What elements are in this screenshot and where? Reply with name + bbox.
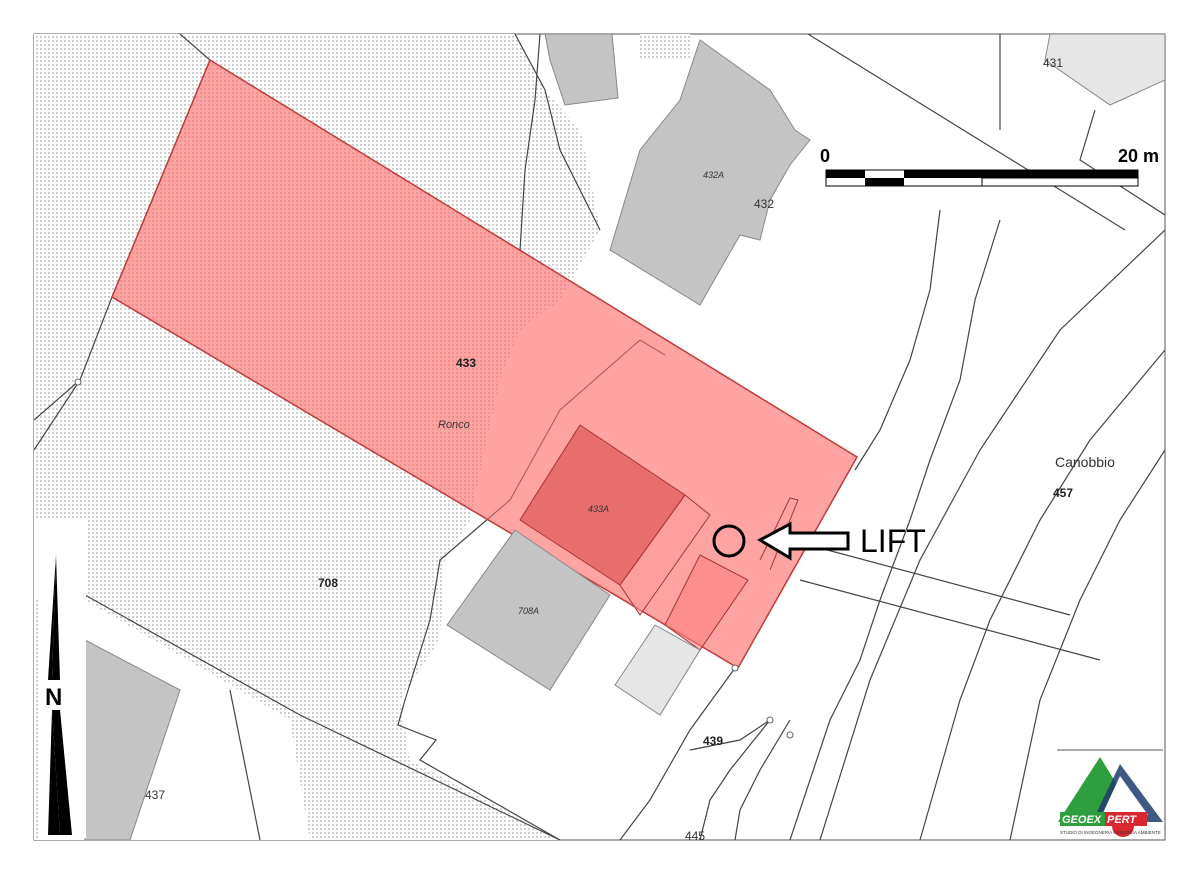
scale-start-label: 0 (820, 146, 830, 166)
building-432a (609, 39, 811, 306)
place-label-ronco: Ronco (438, 419, 470, 431)
north-label: N (45, 684, 62, 711)
parcel-label-433a: 433A (588, 504, 609, 514)
parcel-label-431: 431 (1043, 56, 1063, 70)
parcel-label-433: 433 (456, 356, 476, 370)
parcel-label-708: 708 (318, 576, 338, 590)
logo-subtitle: STUDIO DI INGEGNERIA GEOLOGIA AMBIENTE (1060, 830, 1161, 835)
boundary-node (786, 731, 794, 739)
dotted-area-topright (640, 34, 690, 60)
boundary-node (766, 716, 774, 724)
company-logo: GEOEX PERT STUDIO DI INGEGNERIA GEOLOGIA… (1057, 749, 1163, 837)
parcel-label-432a: 432A (703, 170, 724, 180)
parcel-label-708a: 708A (518, 606, 539, 616)
parcel-label-437: 437 (145, 788, 165, 802)
boundary-node (731, 664, 739, 672)
building-708a (446, 529, 611, 691)
scale-end-label: 20 m (1118, 146, 1159, 166)
parcel-label-432: 432 (754, 197, 774, 211)
boundary-node (74, 378, 82, 386)
lift-marker: LIFT (712, 521, 926, 561)
annex-433a (619, 494, 711, 616)
parcel-label-445: 445 (685, 829, 705, 843)
building-top-small (544, 34, 619, 106)
lift-arrow-icon (756, 521, 850, 561)
parcel-label-457: 457 (1053, 486, 1073, 500)
logo-text-geoex: GEOEX (1062, 814, 1102, 826)
lift-label: LIFT (860, 523, 926, 559)
parcel-label-439: 439 (703, 734, 723, 748)
lift-circle (712, 524, 746, 558)
logo-text-pert: PERT (1107, 814, 1137, 826)
building-431 (1044, 34, 1165, 106)
place-label-canobbio: Canobbio (1055, 454, 1115, 470)
scale-bar: 0 20 m (820, 146, 1159, 187)
north-arrow-icon: N (38, 520, 86, 838)
building-708a-annex (614, 624, 701, 716)
parcel-boundaries (34, 34, 1165, 840)
